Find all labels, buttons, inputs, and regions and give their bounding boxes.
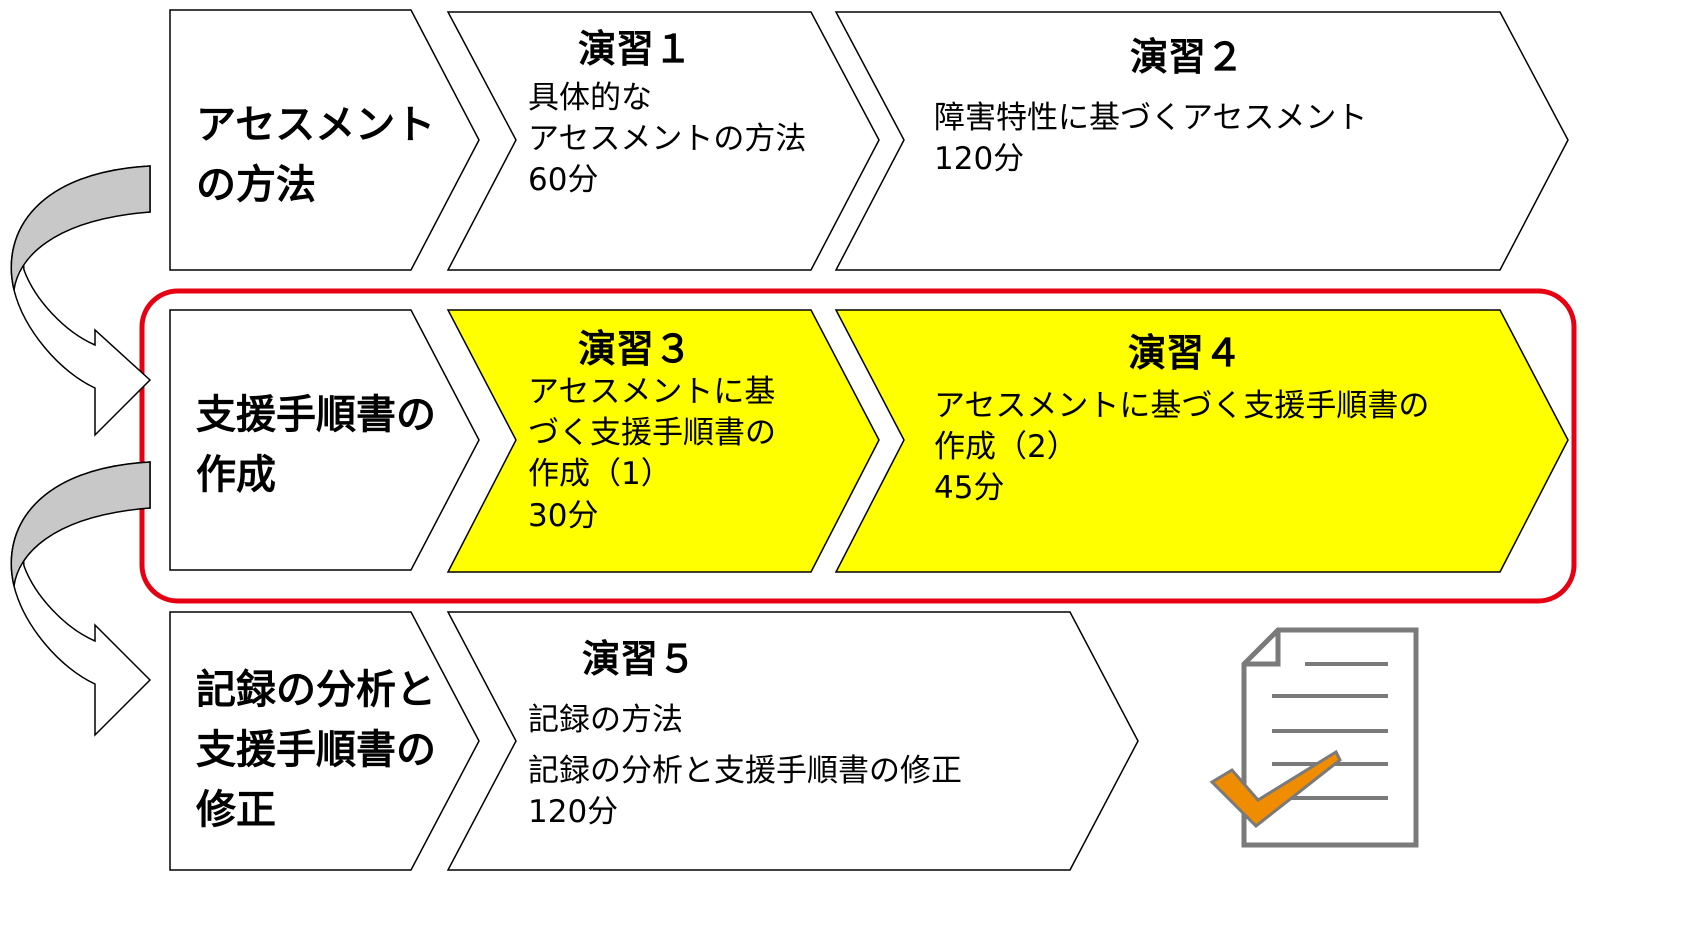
exercise4-chevron	[834, 309, 1569, 573]
exercise4-duration: 45分	[934, 470, 1005, 507]
exercise2-line1: 障害特性に基づくアセスメント	[934, 100, 1368, 136]
curved-arrow-icon	[10, 165, 152, 437]
row3-label-line1: 記録の分析と	[196, 667, 436, 713]
exercise3-chevron	[446, 309, 880, 573]
exercise3-description: アセスメントに基 づく支援手順書の 作成（1） 30分	[528, 372, 776, 537]
exercise2-duration: 120分	[934, 141, 1025, 178]
row1-label-line1: アセスメント	[196, 102, 436, 148]
exercise2-title: 演習２	[1130, 35, 1245, 79]
exercise2-description: 障害特性に基づくアセスメント 120分	[934, 98, 1367, 180]
row3-label-chevron	[169, 611, 480, 871]
curved-arrow-icon	[10, 461, 152, 737]
row2-label-chevron	[169, 309, 480, 571]
exercise3-line3: 作成（1）	[528, 456, 672, 493]
exercise3-duration: 30分	[528, 497, 599, 534]
exercise4-line2: 作成（2）	[934, 429, 1078, 466]
row1-label-line2: の方法	[196, 162, 316, 208]
row3-label: 記録の分析と 支援手順書の 修正	[196, 660, 436, 840]
focus-frame	[139, 288, 1577, 604]
exercise2-chevron	[834, 11, 1569, 271]
exercise1-description: 具体的な アセスメントの方法 60分	[528, 78, 806, 202]
exercise5-line2: 記録の分析と支援手順書の修正	[528, 753, 962, 790]
row3-label-line2: 支援手順書の	[196, 727, 436, 773]
exercise5-chevron	[446, 611, 1139, 871]
exercise5-line1: 記録の方法	[528, 702, 683, 738]
row1-label-chevron	[169, 9, 480, 271]
exercise3-line1: アセスメントに基	[528, 374, 776, 410]
exercise1-duration: 60分	[528, 162, 599, 199]
row2-label-line1: 支援手順書の	[196, 392, 436, 438]
row2-label-line2: 作成	[196, 452, 276, 498]
row2-label: 支援手順書の 作成	[196, 385, 436, 505]
exercise4-description: アセスメントに基づく支援手順書の 作成（2） 45分	[934, 386, 1429, 510]
exercise1-line2: アセスメントの方法	[528, 121, 807, 158]
exercise3-line2: づく支援手順書の	[528, 415, 776, 452]
exercise4-title: 演習４	[1128, 331, 1243, 375]
exercise3-title: 演習３	[578, 327, 693, 371]
exercise5-duration: 120分	[528, 794, 619, 831]
exercise1-title: 演習１	[578, 27, 693, 71]
row3-label-line3: 修正	[196, 787, 276, 833]
exercise4-line1: アセスメントに基づく支援手順書の	[934, 388, 1430, 424]
row1-label: アセスメント の方法	[196, 95, 435, 215]
exercise5-title: 演習５	[582, 637, 697, 681]
document-checklist-icon	[1209, 627, 1419, 848]
exercise1-chevron	[446, 11, 880, 271]
exercise1-line1: 具体的な	[528, 80, 652, 116]
exercise5-description: 記録の方法 記録の分析と支援手順書の修正 120分	[528, 700, 962, 834]
